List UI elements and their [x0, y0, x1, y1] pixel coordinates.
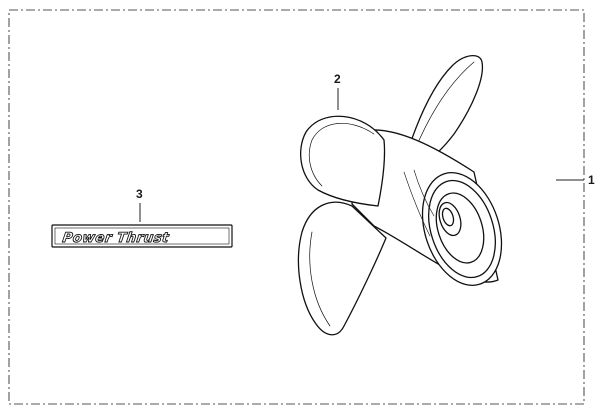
propeller-blade-top [407, 55, 484, 167]
propeller[interactable] [297, 55, 515, 336]
decal-plate [51, 224, 233, 248]
propeller-blade-left [300, 115, 386, 207]
callout-2[interactable]: 2 [334, 72, 341, 110]
kit-boundary-frame [8, 9, 585, 405]
propeller-bore-inner [441, 207, 455, 227]
power-thrust-decal[interactable]: Power Thrust [51, 224, 233, 248]
propeller-blade-bottom-edge [309, 231, 331, 327]
callout-1-label: 1 [588, 173, 595, 187]
decal-text: Power Thrust [61, 230, 170, 246]
callout-3-label: 3 [136, 187, 143, 201]
decal-inner-border [54, 227, 230, 245]
propeller-hub-shading [403, 169, 435, 237]
callout-1[interactable]: 1 [556, 173, 595, 187]
propeller-blade-left-edge [308, 122, 375, 187]
callout-2-label: 2 [334, 72, 341, 86]
callout-3[interactable]: 3 [136, 187, 143, 222]
propeller-blade-bottom [297, 201, 387, 336]
